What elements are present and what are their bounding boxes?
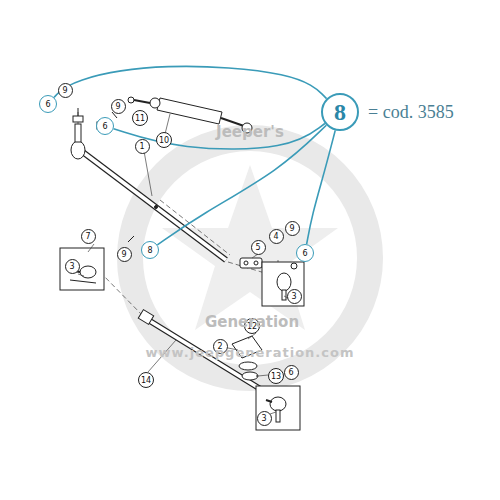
callout-number: 7 [81, 229, 96, 244]
callout-number: 4 [269, 229, 284, 244]
clamp [240, 258, 262, 268]
callout-number: 8 [147, 246, 152, 255]
callout-number: 9 [117, 247, 132, 262]
callout-number: 3 [65, 259, 80, 274]
callout-number: 13 [268, 368, 284, 384]
part-box [256, 386, 300, 430]
callout-number: 1 [135, 139, 150, 154]
highlighted-callout: 6 [296, 244, 314, 262]
callout-number: 9 [111, 99, 126, 114]
callout-number: 5 [251, 240, 266, 255]
part-box [262, 262, 304, 306]
callout-number: 9 [285, 221, 300, 236]
highlighted-callout: 6 [96, 117, 114, 135]
part-box [60, 248, 104, 290]
callout-number: 3 [257, 411, 272, 426]
callout-connector [307, 130, 336, 244]
tie-rod [80, 150, 226, 260]
center-line [78, 112, 278, 405]
leader-line [78, 114, 288, 414]
callout-number: 9 [58, 83, 73, 98]
callout-number: 6 [102, 122, 107, 131]
callout-number: 11 [132, 110, 148, 126]
main-callout-circle: 8 [321, 93, 359, 131]
callout-number: 3 [287, 289, 302, 304]
watermark-text: www.jeepgeneration.com [146, 345, 355, 360]
watermark-text: Generation [205, 313, 299, 331]
callout-number: 6 [302, 249, 307, 258]
watermark-text: Jeeper's [216, 123, 284, 141]
callout-connector [54, 66, 326, 98]
callout-number: 6 [45, 100, 50, 109]
callout-number: 8 [334, 99, 346, 126]
callout-number: 10 [156, 132, 172, 148]
callout-number: 14 [138, 372, 154, 388]
cotter-pin [128, 236, 134, 242]
callout-number: 6 [284, 365, 299, 380]
tie-rod-end [71, 108, 85, 159]
watermark-emblem [130, 138, 370, 378]
highlighted-callout: 8 [141, 241, 159, 259]
callout-connector [157, 125, 326, 245]
part-code: = cod. 3585 [368, 102, 454, 123]
highlighted-callout: 6 [39, 95, 57, 113]
